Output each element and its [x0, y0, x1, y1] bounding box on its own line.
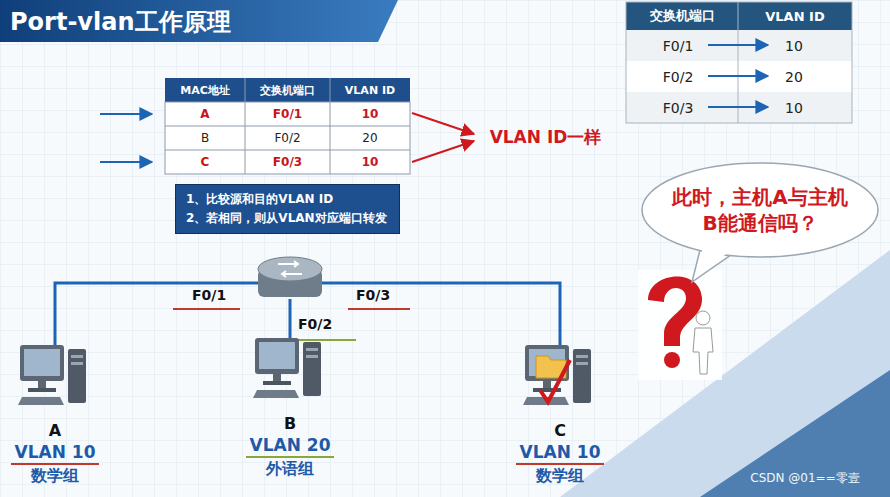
- node-text: 此时，主机A与主机B能通信吗？: [670, 184, 850, 236]
- node-text: A: [49, 421, 61, 441]
- host-pc: BVLAN 20外语组: [240, 338, 340, 480]
- node-text: 数学组: [31, 465, 79, 487]
- table-cell: F0/1: [650, 30, 706, 61]
- table-cell: 20: [330, 126, 410, 150]
- table-cell: 10: [330, 102, 410, 126]
- table-cell: 20: [772, 61, 816, 92]
- host-pc: AVLAN 10数学组: [5, 345, 105, 487]
- table-header: VLAN ID: [738, 2, 852, 30]
- table-cell: 10: [772, 92, 816, 123]
- info-box: 1、比较源和目的VLAN ID2、若相同，则从VLAN对应端口转发: [175, 184, 400, 234]
- host-pc: CVLAN 10数学组: [510, 345, 610, 487]
- speech-bubble: 此时，主机A与主机B能通信吗？: [640, 160, 880, 260]
- node-text: B: [284, 414, 296, 434]
- node-text: VLAN 20: [246, 434, 335, 458]
- table-cell: F0/3: [245, 150, 330, 174]
- network-link: [322, 283, 560, 345]
- port-label: F0/1: [192, 287, 226, 303]
- table-cell: F0/2: [650, 61, 706, 92]
- node-text: 1、比较源和目的VLAN ID: [186, 190, 389, 209]
- port-label: F0/3: [356, 287, 390, 303]
- table-header: 交换机端口: [245, 78, 330, 102]
- table-header: MAC地址: [165, 78, 245, 102]
- table-cell: A: [165, 102, 245, 126]
- node-text: 2、若相同，则从VLAN对应端口转发: [186, 209, 389, 228]
- network-link: [289, 299, 292, 338]
- table-cell: B: [165, 126, 245, 150]
- network-link: [55, 283, 258, 345]
- switch-icon: [258, 255, 322, 299]
- table-cell: 10: [772, 30, 816, 61]
- watermark: CSDN @01==零壹: [726, 466, 884, 490]
- table-cell: C: [165, 150, 245, 174]
- table-cell: F0/3: [650, 92, 706, 123]
- node-text: 数学组: [536, 465, 584, 487]
- table-cell: F0/2: [245, 126, 330, 150]
- port-label: F0/2: [298, 316, 332, 332]
- bubble-outline: [640, 160, 880, 260]
- node-text: VLAN 10: [516, 441, 605, 465]
- table-header: VLAN ID: [330, 78, 410, 102]
- note-label: VLAN ID一样: [478, 124, 613, 150]
- table-cell: 10: [330, 150, 410, 174]
- table-cell: F0/1: [245, 102, 330, 126]
- node-text: VLAN 10: [11, 441, 100, 465]
- node-text: 外语组: [266, 458, 314, 480]
- table-header: 交换机端口: [626, 2, 738, 30]
- slide-title: Port-vlan工作原理: [10, 6, 231, 38]
- node-text: C: [554, 421, 566, 441]
